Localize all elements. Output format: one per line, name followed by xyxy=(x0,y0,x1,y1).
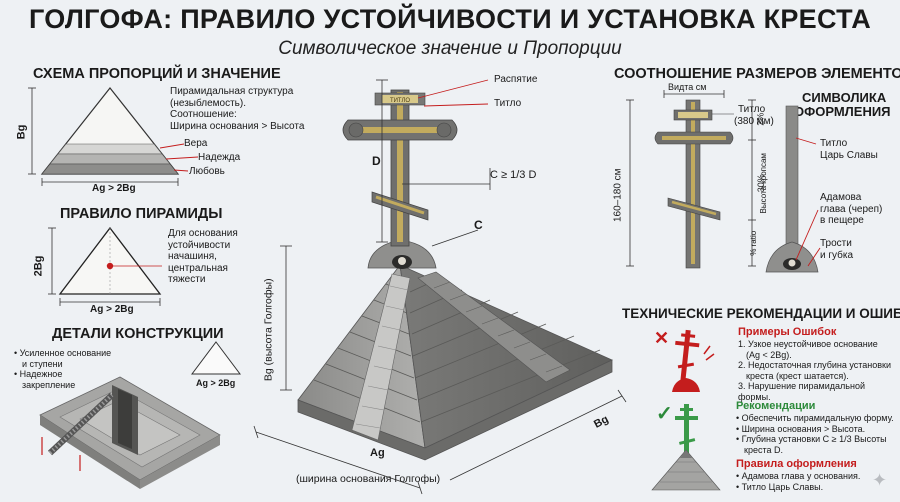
label-golgotha-width-note: (ширина основания Голгофы) xyxy=(296,473,441,485)
pyramid-rule-diagram xyxy=(48,226,162,306)
label-d: D xyxy=(372,154,381,168)
sizes-total-height: 160–180 см xyxy=(612,168,624,223)
sizes-diagram xyxy=(626,90,756,269)
error-cross-illustration: ✕ xyxy=(654,328,715,392)
level-hope: Надежда xyxy=(198,152,241,163)
sizes-heading: СООТНОШЕНИЕ РАЗМЕРОВ ЭЛЕМЕНТОВ xyxy=(614,66,900,82)
level-faith: Вера xyxy=(184,138,208,149)
mini-pyramid-label: Ag > 2Bg xyxy=(196,378,236,388)
pyramid-base-label: Ag > 2Bg xyxy=(90,304,134,315)
sizes-width-label: Видта см xyxy=(668,82,707,92)
recs-title: Рекомендации xyxy=(736,400,816,412)
construction-cutaway-illustration xyxy=(39,376,221,489)
proportions-note: Пирамидальная структура (незыблемость). … xyxy=(170,86,305,132)
recs-list: • Обеспечить пирамидальную форму. • Шири… xyxy=(736,413,894,455)
mini-pyramid-icon xyxy=(191,341,241,375)
error-x-icon: ✕ xyxy=(654,328,669,348)
proportions-heading: СХЕМА ПРОПОРЦИЙ И ЗНАЧЕНИЕ xyxy=(33,66,281,82)
rules-list: • Адамова глава у основания. • Титло Цар… xyxy=(736,471,861,492)
symbolism-heading-1: СИМВОЛИКА xyxy=(802,90,887,105)
cross-plate-text: ТИТЛО xyxy=(390,98,410,104)
sizes-titlo-label: Титло xyxy=(738,104,766,115)
pyramid-height-label: 2Bg xyxy=(32,255,45,277)
pyramid-rule-note: Для основания устойчивости начашиня, цен… xyxy=(168,228,238,285)
correct-cross-illustration: ✓ xyxy=(651,403,721,491)
sparkle-icon: ✦ xyxy=(872,470,888,490)
label-c: C xyxy=(474,218,483,232)
label-golgotha-height: Bg (высота Голгофы) xyxy=(262,278,275,382)
tech-heading: ТЕХНИЧЕСКИЕ РЕКОМЕНДАЦИИ И ОШИБКИ xyxy=(622,306,900,321)
proportions-height-label: Bg xyxy=(15,124,28,140)
proportions-diagram xyxy=(28,87,199,186)
errors-title: Примеры Ошибок xyxy=(738,326,837,338)
symbolism-titlo: Титло Царь Славы xyxy=(820,138,878,161)
construction-bullets: • Усиленное основание и ступени • Надежн… xyxy=(14,348,112,390)
center-of-gravity-dot xyxy=(106,262,114,270)
label-golgotha-width: Ag xyxy=(370,447,385,459)
page-title: ГОЛГОФА: ПРАВИЛО УСТОЙЧИВОСТИ И УСТАНОВК… xyxy=(28,4,872,34)
symbolism-reed-sponge: Трости и губка xyxy=(820,238,854,261)
errors-list: 1. Узкое неустойчивое основание (Ag < 2B… xyxy=(738,339,892,402)
page-subtitle: Символическое значение и Пропорции xyxy=(278,38,622,59)
level-love: Любовь xyxy=(189,166,225,177)
construction-heading: ДЕТАЛИ КОНСТРУКЦИИ xyxy=(52,326,224,342)
label-c-condition: C ≥ 1/3 D xyxy=(490,169,537,181)
check-icon: ✓ xyxy=(656,403,673,425)
symbolism-adam-skull: Адамова глава (череп) в пещере xyxy=(820,192,883,226)
golgotha-illustration: ТИТЛО xyxy=(253,79,627,495)
symbolism-heading-2: ОФОРМЛЕНИЯ xyxy=(794,104,891,119)
proportions-base-label: Ag > 2Bg xyxy=(92,183,136,194)
rules-title: Правила оформления xyxy=(736,458,857,470)
pyramid-rule-heading: ПРАВИЛО ПИРАМИДЫ xyxy=(60,206,223,222)
label-crucifix: Распятие xyxy=(494,74,538,85)
symbolism-cross-illustration xyxy=(765,105,821,273)
label-titlo-center: Титло xyxy=(494,98,522,109)
sizes-titlo-size: (380 мм) xyxy=(734,116,774,127)
